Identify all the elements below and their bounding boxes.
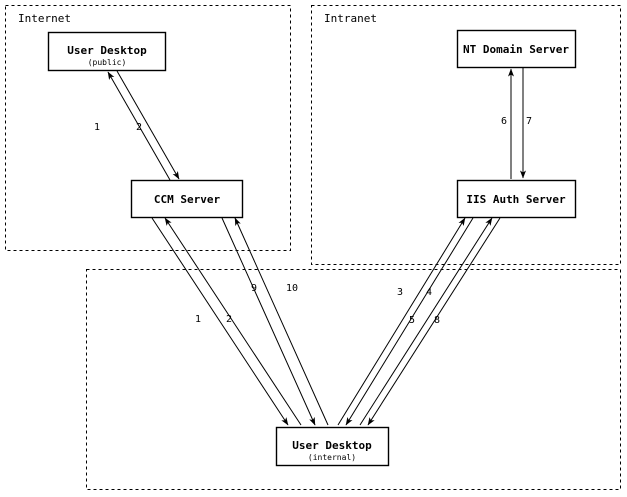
flow-label-6: 6	[501, 116, 507, 127]
node-user-desktop-internal-title: User Desktop	[292, 439, 372, 452]
node-nt-domain-server-title: NT Domain Server	[463, 43, 569, 56]
flow-line-1-ccm-to-internal-desktop	[151, 217, 289, 426]
flow-line-8-internal-desktop-to-iis	[359, 217, 493, 426]
node-ccm-server[interactable]: CCM Server	[130, 179, 244, 219]
flow-line-4-internal-desktop-to-iis	[337, 217, 466, 426]
zone-internet-border	[5, 5, 291, 251]
zone-internal-border	[86, 269, 621, 490]
flow-label-10: 10	[286, 283, 298, 294]
flow-label-2-public: 2	[136, 122, 142, 133]
flow-label-1-public: 1	[94, 122, 100, 133]
flow-label-2-internal: 2	[226, 314, 232, 325]
zone-intranet-border	[311, 5, 621, 265]
node-nt-domain-server[interactable]: NT Domain Server	[456, 29, 577, 69]
flow-label-5: 5	[409, 315, 415, 326]
node-ccm-server-title: CCM Server	[154, 193, 221, 206]
zone-internet: Internet	[5, 5, 291, 251]
flow-line-2-public-desktop-to-ccm	[116, 70, 180, 180]
flow-label-1-internal: 1	[195, 314, 201, 325]
node-user-desktop-internal-subtitle: (internal)	[308, 453, 356, 462]
node-ccm-server-box[interactable]	[130, 179, 244, 219]
flow-label-8: 8	[434, 315, 440, 326]
zone-intranet-label: Intranet	[324, 12, 377, 25]
flow-line-1-ccm-to-public-desktop	[107, 71, 171, 181]
node-iis-auth-server-title: IIS Auth Server	[466, 193, 566, 206]
node-iis-auth-server[interactable]: IIS Auth Server	[456, 179, 577, 219]
node-user-desktop-public[interactable]: User Desktop (public)	[47, 31, 167, 72]
node-iis-auth-server-box[interactable]	[456, 179, 577, 219]
flow-line-10-internal-desktop-to-ccm	[234, 217, 329, 426]
flow-label-4: 4	[426, 287, 432, 298]
flow-label-9: 9	[251, 283, 257, 294]
zone-intranet: Intranet	[311, 5, 621, 265]
flow-label-7: 7	[526, 116, 532, 127]
node-user-desktop-public-subtitle: (public)	[88, 58, 127, 67]
zone-internal-network	[86, 269, 621, 490]
flow-line-9-ccm-to-internal-desktop	[221, 217, 316, 426]
node-user-desktop-internal[interactable]: User Desktop (internal)	[275, 426, 390, 467]
zone-internet-label: Internet	[18, 12, 71, 25]
flow-line-2-internal-desktop-to-ccm	[164, 217, 302, 426]
node-user-desktop-public-title: User Desktop	[67, 44, 147, 57]
flow-line-5-iis-to-internal-desktop	[367, 217, 501, 426]
flow-line-3-iis-to-internal-desktop	[345, 217, 474, 426]
node-user-desktop-public-box[interactable]	[47, 31, 167, 72]
flow-label-3: 3	[397, 287, 403, 298]
node-nt-domain-server-box[interactable]	[456, 29, 577, 69]
node-user-desktop-internal-box[interactable]	[275, 426, 390, 467]
